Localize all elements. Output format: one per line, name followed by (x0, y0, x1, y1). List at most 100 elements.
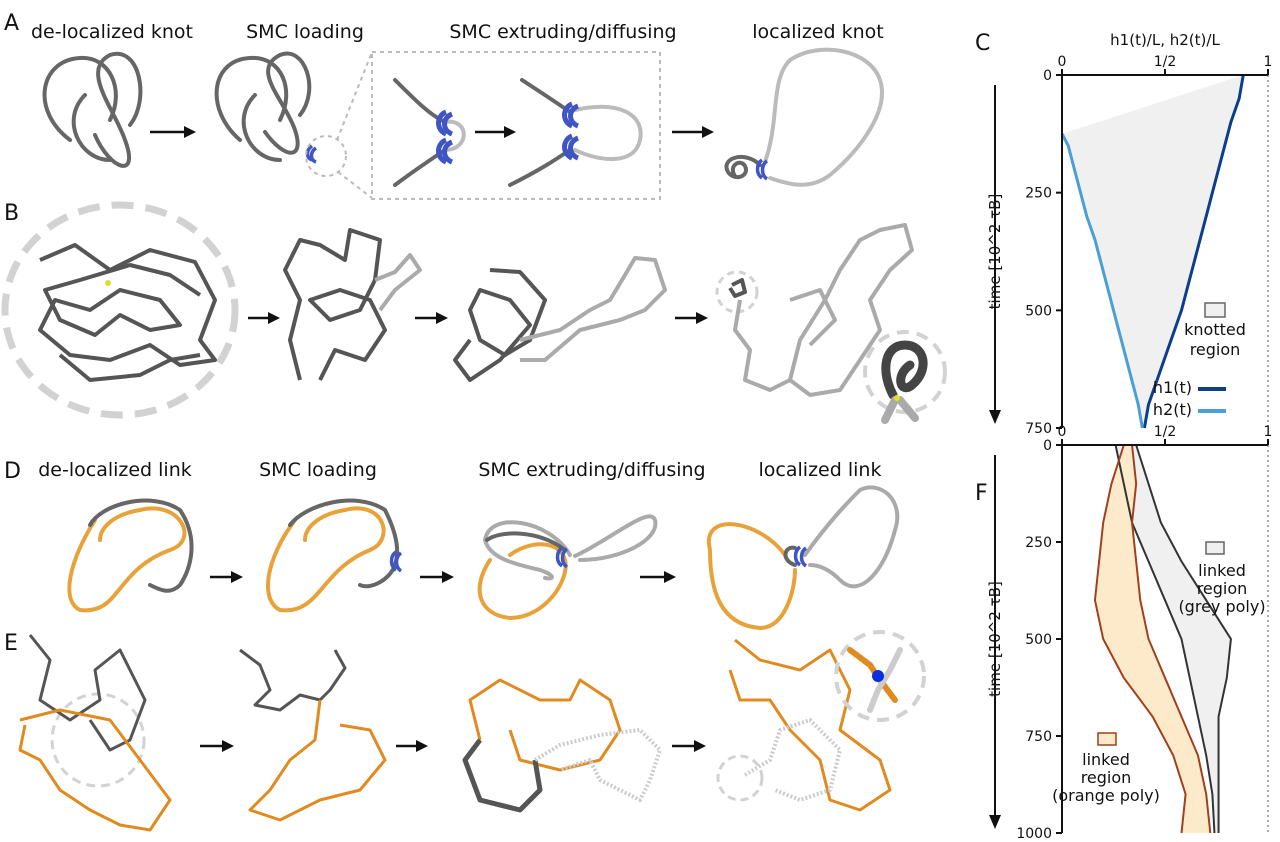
arrow-b-3 (675, 312, 708, 324)
inset-strands-2 (508, 78, 643, 187)
arrow-d-2 (420, 571, 454, 583)
link-magnified-circle (834, 630, 926, 722)
y-tick-label-3: 750 (1025, 729, 1052, 745)
panel-a-title-2: SMC loading (246, 21, 364, 43)
knot-annotation-line-1: knotted (1184, 320, 1246, 339)
polymer-b-3 (453, 256, 667, 382)
smc-marker-link (872, 670, 884, 682)
arrow-d-3 (640, 571, 676, 583)
x-tick-label-2: 1 (1264, 424, 1273, 440)
link-zoom-circle-e4 (716, 754, 764, 802)
y-tick-label-2: 500 (1025, 632, 1052, 648)
zoom-line-bottom (337, 171, 373, 199)
x-tick-label-2: 1 (1264, 54, 1273, 70)
series-line-0 (1114, 444, 1216, 834)
y-tick-label-1: 250 (1025, 535, 1052, 551)
panel-a-title-4: localized knot (752, 21, 883, 43)
region-fill-1 (1094, 445, 1211, 833)
smc-ring-icon-a4 (755, 158, 769, 181)
legend-h1-label: h1(t) (1153, 378, 1192, 397)
arrow-a-2 (672, 126, 714, 138)
zoom-line-top (336, 51, 373, 141)
x-tick-label-1: 1/2 (1154, 424, 1177, 440)
arrow-e-1 (200, 740, 234, 752)
orange-region-annotation-2: (orange poly) (1052, 786, 1160, 805)
series-line-2 (1093, 444, 1187, 834)
polymer-b-4 (728, 223, 914, 397)
polymers-e-4 (728, 638, 892, 812)
legend-h2-label: h2(t) (1153, 400, 1192, 419)
y-tick-label-3: 750 (1025, 421, 1052, 437)
arrow-a-1 (150, 126, 196, 138)
x-tick-label-0: 0 (1058, 424, 1067, 440)
globule-outline (1, 201, 239, 419)
smc-pair-icon-1 (436, 109, 454, 165)
zoom-box (371, 51, 661, 200)
region-fill-0 (1062, 75, 1244, 428)
arrow-b-1 (248, 312, 280, 324)
panel-a-title-1: de-localized knot (31, 21, 193, 43)
panel-d-title-2: SMC loading (259, 459, 377, 481)
grey-region-swatch (1205, 541, 1225, 555)
y-tick-label-1: 250 (1025, 186, 1052, 202)
panel-d-title-1: de-localized link (38, 459, 192, 481)
knot-magnified (881, 340, 928, 424)
orange-region-annotation-1: region (1081, 768, 1132, 787)
y-tick-label-0: 0 (1043, 438, 1052, 454)
polymer-b-2 (283, 228, 422, 381)
link-4 (706, 485, 900, 631)
arrow-e-2 (396, 740, 428, 752)
series-line-0 (1142, 74, 1245, 429)
panel-c-label: C (975, 31, 990, 56)
x-axis-title: h1(t)/L, h2(t)/L (1110, 31, 1220, 49)
panel-a-title-3: SMC extruding/diffusing (449, 21, 676, 43)
x-tick-label-0: 0 (1058, 54, 1067, 70)
arrow-b-2 (415, 312, 448, 324)
localized-knot (724, 47, 884, 187)
y-tick-label-0: 0 (1043, 68, 1052, 84)
link-3 (477, 514, 658, 621)
polymer-globule (38, 243, 217, 382)
y-tick-label-4: 1000 (1016, 826, 1052, 842)
smc-marker (105, 280, 111, 286)
knot-legend-swatch (1204, 302, 1226, 318)
panel-d-title-3: SMC extruding/diffusing (478, 459, 705, 481)
panel-b-label: B (4, 201, 19, 226)
arrow-a-inset (475, 126, 516, 138)
inset-strands-1 (393, 78, 466, 187)
grey-region-annotation-0: linked (1198, 561, 1246, 580)
arrow-d-1 (210, 571, 243, 583)
grey-region-annotation-1: region (1197, 579, 1248, 598)
trefoil-knot-2 (214, 51, 312, 162)
panel-e-label: E (4, 631, 18, 656)
orange-region-swatch (1097, 732, 1117, 746)
knot-zoom-circle (715, 270, 759, 314)
smc-ring-icon-d3 (555, 546, 569, 569)
time-arrow-head (989, 815, 1001, 829)
knot-annotation-line-2: region (1190, 340, 1241, 359)
panel-a-label: A (4, 11, 19, 36)
y-tick-label-2: 500 (1025, 303, 1052, 319)
x-tick-label-1: 1/2 (1154, 54, 1177, 70)
trefoil-knot-1 (42, 51, 143, 168)
polymers-e-3 (462, 678, 662, 813)
zoom-circle (305, 135, 347, 177)
series-line-1 (1135, 444, 1232, 833)
smc-pair-icon-d4 (793, 545, 808, 568)
panel-d-title-4: localized link (759, 459, 882, 481)
series-line-3 (1131, 444, 1212, 834)
smc-ring-icon (305, 144, 318, 164)
arrow-e-3 (672, 740, 706, 752)
panel-f-label: F (975, 481, 988, 506)
grey-region-annotation-2: (grey poly) (1178, 597, 1265, 616)
smc-pair-icon-2 (562, 101, 580, 161)
polymers-e-2 (239, 648, 387, 822)
orange-region-annotation-0: linked (1082, 750, 1130, 769)
polymers-e-1 (18, 634, 172, 832)
series-line-1 (1060, 133, 1144, 429)
time-arrow-head (989, 410, 1001, 424)
link-1 (67, 498, 194, 613)
